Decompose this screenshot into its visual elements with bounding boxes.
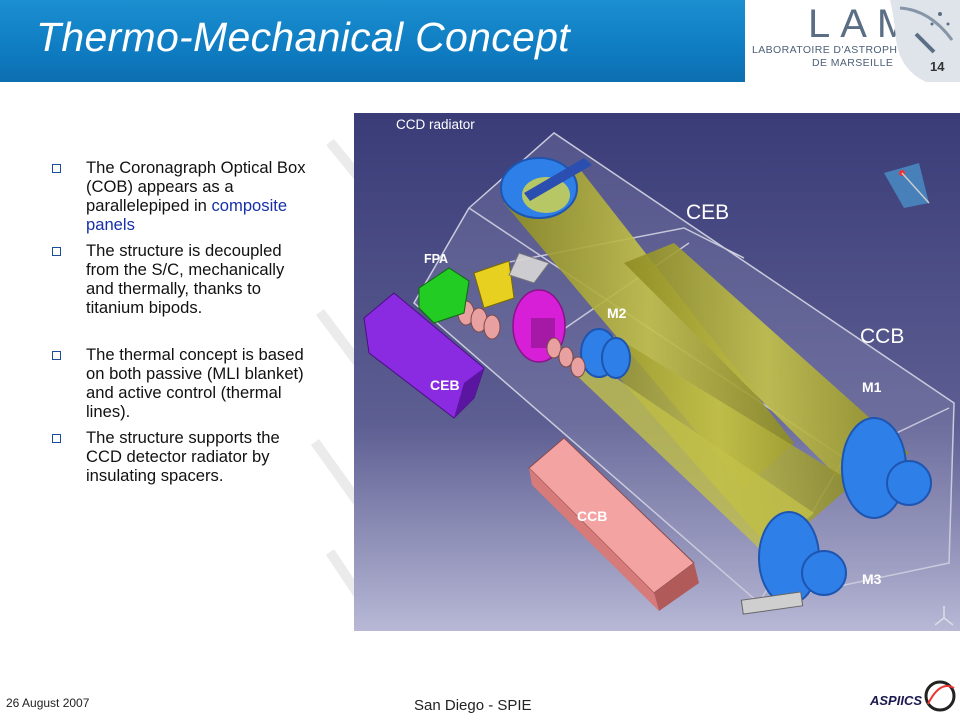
label-m3: M3 — [862, 571, 882, 587]
bullet-item: The structure is decoupled from the S/C,… — [50, 241, 315, 317]
bullet-text: The Coronagraph Optical Box (COB) appear… — [86, 158, 306, 215]
bullet-text: The structure is decoupled from the S/C,… — [86, 241, 285, 317]
bullet-list: The Coronagraph Optical Box (COB) appear… — [50, 158, 315, 492]
label-ccd-radiator: CCD radiator — [396, 117, 475, 132]
bullet-item: The Coronagraph Optical Box (COB) appear… — [50, 158, 315, 234]
lam-logo-line1: LABORATOIRE D'ASTROPHYSIQUE — [752, 44, 940, 56]
bullet-item: The structure supports the CCD detector … — [50, 428, 315, 485]
axis-indicator-icon — [934, 606, 954, 626]
footer-venue: San Diego - SPIE — [414, 697, 532, 714]
checkbox-bullet-icon — [52, 164, 61, 173]
bullet-text: The structure supports the CCD detector … — [86, 428, 280, 485]
label-ceb-box: CEB — [430, 377, 460, 393]
fpa-block — [418, 267, 470, 324]
label-ceb-top: CEB — [686, 201, 730, 224]
lam-logo-line2: DE MARSEILLE — [812, 57, 894, 69]
label-m1: M1 — [862, 379, 882, 395]
axis-triad-icon — [884, 163, 930, 208]
checkbox-bullet-icon — [52, 247, 61, 256]
label-ccb-right: CCB — [860, 325, 905, 348]
label-m2: M2 — [607, 305, 627, 321]
aspiics-logo-text: ASPIICS — [870, 693, 923, 708]
yellow-plate — [473, 260, 515, 309]
aspiics-logo — [924, 680, 956, 712]
lam-emblem-icon — [890, 0, 960, 82]
label-ccb-box: CCB — [577, 508, 608, 524]
cob-cad-drawing — [354, 113, 960, 631]
light-beam-right — [624, 243, 909, 493]
bullet-highlight: composite panels — [86, 196, 288, 234]
bullet-text: The thermal concept is based on both pas… — [86, 345, 304, 421]
checkbox-bullet-icon — [52, 351, 61, 360]
slide-title: Thermo-Mechanical Concept — [36, 14, 570, 60]
footer-date: 26 August 2007 — [6, 696, 90, 710]
cob-cad-figure: CCD radiator FPA CEB CCB M2 M1 M3 CEB CC… — [354, 113, 960, 631]
label-fpa: FPA — [424, 252, 449, 266]
optics-stack — [457, 300, 586, 378]
page-number: 14 — [930, 59, 945, 74]
checkbox-bullet-icon — [52, 434, 61, 443]
bullet-item: The thermal concept is based on both pas… — [50, 345, 315, 421]
